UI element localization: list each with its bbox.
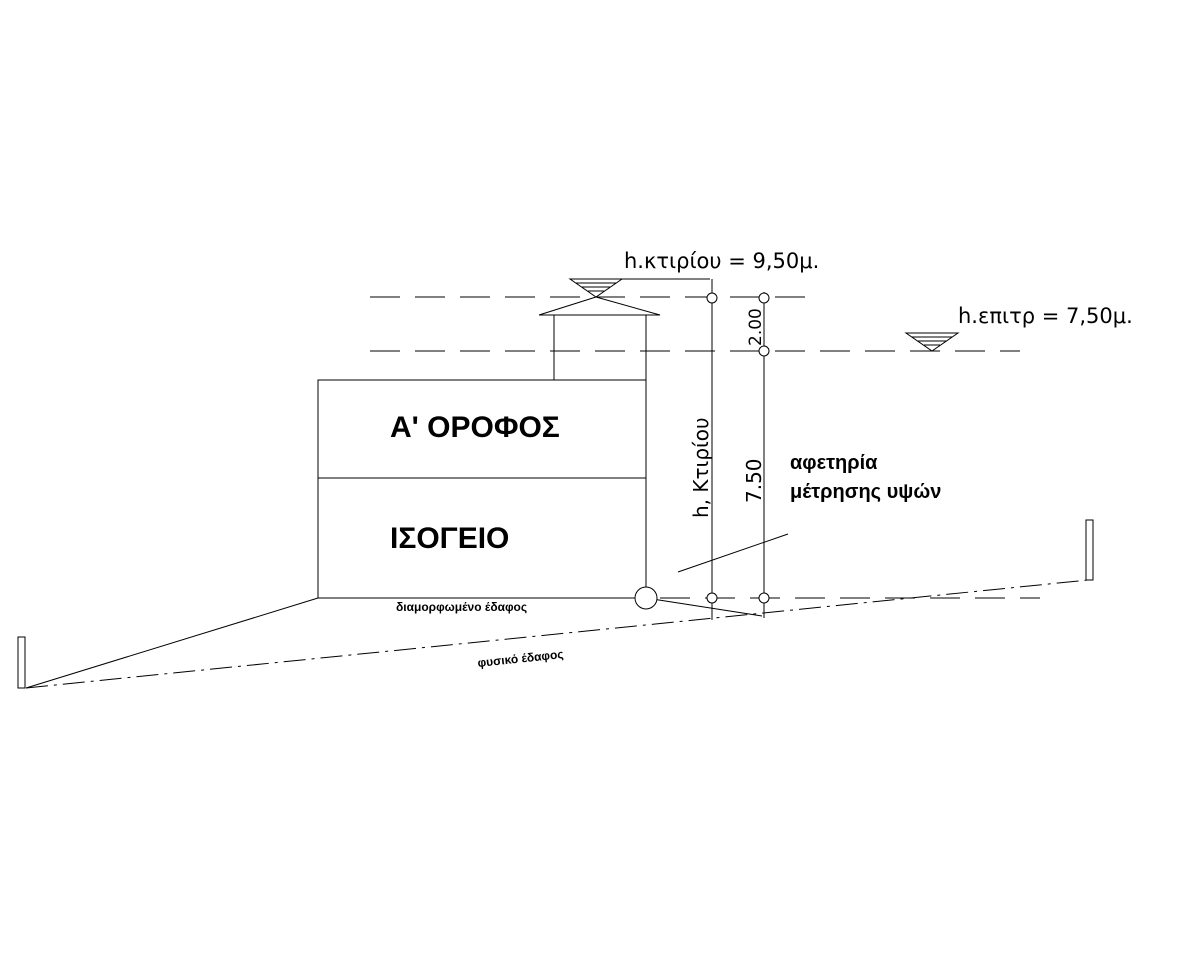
lower-dimension-value: 7.50: [742, 458, 766, 503]
start-point-label-line1: αφετηρία: [790, 452, 878, 474]
allowed-height-label: h.επιτρ = 7,50μ.: [958, 304, 1133, 328]
start-point-label-line2: μέτρησης υψών: [790, 481, 941, 503]
dimension-node: [758, 345, 770, 357]
building-height-label: h.κτιρίου = 9,50μ.: [624, 249, 819, 273]
dimension-node: [758, 292, 770, 304]
roof-structure: [538, 296, 661, 380]
building-height-vertical-label: h, Κτιρίου: [689, 417, 713, 518]
shaped-ground-slope: [25, 597, 319, 689]
ground-to-dimension-line: [645, 597, 763, 617]
allowed-height-level-marker: [904, 332, 960, 352]
left-boundary-post: [17, 636, 26, 689]
first-floor-label: Α' ΟΡΟΦΟΣ: [390, 411, 560, 444]
measurement-start-point-circle: [634, 586, 658, 610]
start-point-leader-line: [677, 533, 789, 573]
ground-floor-label: ΙΣΟΓΕΙΟ: [390, 522, 509, 555]
natural-ground-label: φυσικό έδαφος: [477, 647, 564, 670]
dimension-node: [758, 592, 770, 604]
dimension-node: [706, 292, 718, 304]
shaped-ground-label: διαμορφωμένο έδαφος: [396, 600, 527, 614]
natural-ground-line: [25, 579, 1089, 689]
building-height-level-marker: [568, 278, 710, 298]
dimension-node: [706, 592, 718, 604]
upper-dimension-value: 2.00: [746, 308, 766, 346]
right-boundary-post: [1085, 519, 1094, 581]
